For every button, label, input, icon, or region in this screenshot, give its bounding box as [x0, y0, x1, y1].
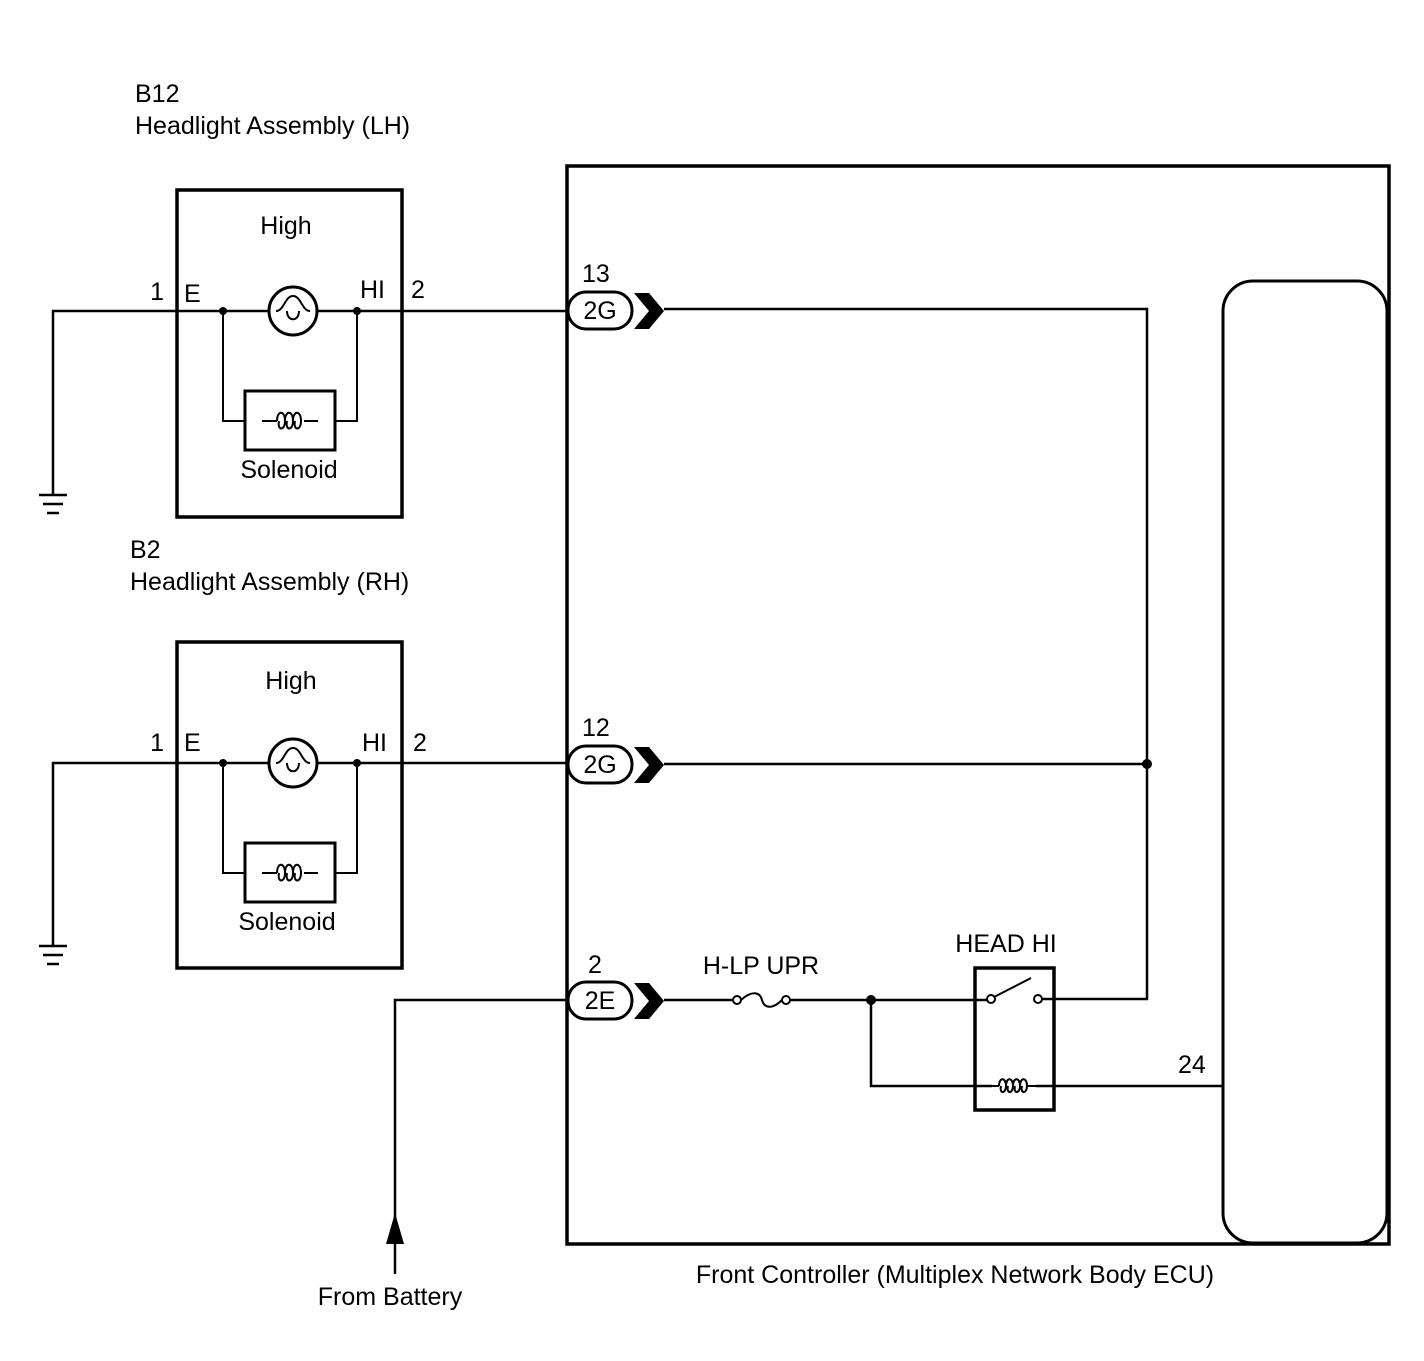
head-hi-output-wire — [664, 307, 1149, 1001]
relay-contact — [986, 994, 996, 1004]
rh-ground-icon — [39, 944, 67, 966]
connector-chevron-icon — [634, 983, 664, 1019]
rh-ground-wire — [51, 761, 177, 946]
lh-pin-e-number: 1 — [150, 278, 164, 306]
rh-pin-hi-number: 2 — [413, 729, 427, 757]
lh-bulb-icon — [267, 285, 319, 337]
lh-pin-e-label: E — [184, 280, 201, 308]
connector-label-2g-a: 2G — [583, 297, 616, 325]
connector-label-2g-b: 2G — [583, 751, 616, 779]
connector-chevron-icon — [634, 747, 664, 783]
lh-solenoid-box — [243, 389, 337, 452]
rh-pin-hi-label: HI — [362, 729, 387, 757]
relay-coil-feed-wire — [869, 1000, 992, 1088]
lh-ground-wire — [51, 309, 177, 495]
rh-solenoid-label: Solenoid — [238, 908, 335, 936]
rh-bulb-icon — [267, 737, 319, 789]
lh-lamp-label: High — [260, 212, 311, 240]
rh-coil-icon — [262, 863, 318, 882]
relay-head-hi: HEAD HI — [955, 930, 1057, 1112]
ecu-box — [565, 164, 1391, 1246]
output-junction — [1142, 759, 1152, 769]
ecu-front-controller: Front Controller (Multiplex Network Body… — [565, 164, 1391, 1289]
lh-headlight-assembly: B12 Headlight Assembly (LH) High 1 E HI … — [39, 80, 567, 519]
lh-assembly-box — [175, 188, 404, 519]
connector-2g-pin12: 12 2G — [566, 714, 664, 785]
lh-coil-icon — [262, 411, 318, 430]
rh-assembly-code: B2 — [130, 536, 161, 564]
ecu-name: Front Controller (Multiplex Network Body… — [696, 1261, 1214, 1289]
rh-lamp-label: High — [265, 667, 316, 695]
rh-pin-e-number: 1 — [150, 729, 164, 757]
fuse-label: H-LP UPR — [703, 952, 819, 980]
lh-ground-icon — [39, 493, 67, 515]
connector-chevron-icon — [634, 293, 664, 329]
rh-headlight-assembly: B2 Headlight Assembly (RH) High 1 E HI 2 — [39, 536, 567, 970]
pin-13-number: 13 — [582, 260, 610, 288]
rh-pin-e-label: E — [184, 729, 201, 757]
rh-solenoid-box — [243, 841, 337, 904]
rh-assembly-name: Headlight Assembly (RH) — [130, 568, 409, 596]
lh-assembly-name: Headlight Assembly (LH) — [135, 112, 410, 140]
relay-box — [973, 966, 1056, 1112]
connector-2e-pin2: 2 2E — [566, 951, 664, 1021]
relay-coil-pin-number: 24 — [1178, 1051, 1206, 1079]
battery-arrow-icon — [386, 1213, 404, 1244]
connector-label-2e: 2E — [585, 987, 616, 1015]
lh-solenoid-label: Solenoid — [240, 456, 337, 484]
relay-contact — [1033, 994, 1043, 1004]
lh-assembly-code: B12 — [135, 80, 179, 108]
battery-label: From Battery — [318, 1283, 463, 1311]
lh-pin-hi-number: 2 — [411, 276, 425, 304]
lh-pin-hi-label: HI — [360, 276, 385, 304]
connector-2g-pin13: 13 2G — [566, 260, 664, 331]
relay-coil-icon — [992, 1078, 1036, 1093]
relay-label: HEAD HI — [955, 930, 1056, 958]
pin-2-number: 2 — [588, 951, 602, 979]
ecu-internal-block — [1221, 279, 1389, 1245]
pin-12-number: 12 — [582, 714, 610, 742]
battery-feed: From Battery — [318, 998, 567, 1311]
battery-wire — [393, 998, 567, 1240]
relay-switch-arm — [993, 977, 1032, 998]
fuse-icon — [732, 992, 791, 1008]
rh-assembly-box — [175, 640, 404, 970]
